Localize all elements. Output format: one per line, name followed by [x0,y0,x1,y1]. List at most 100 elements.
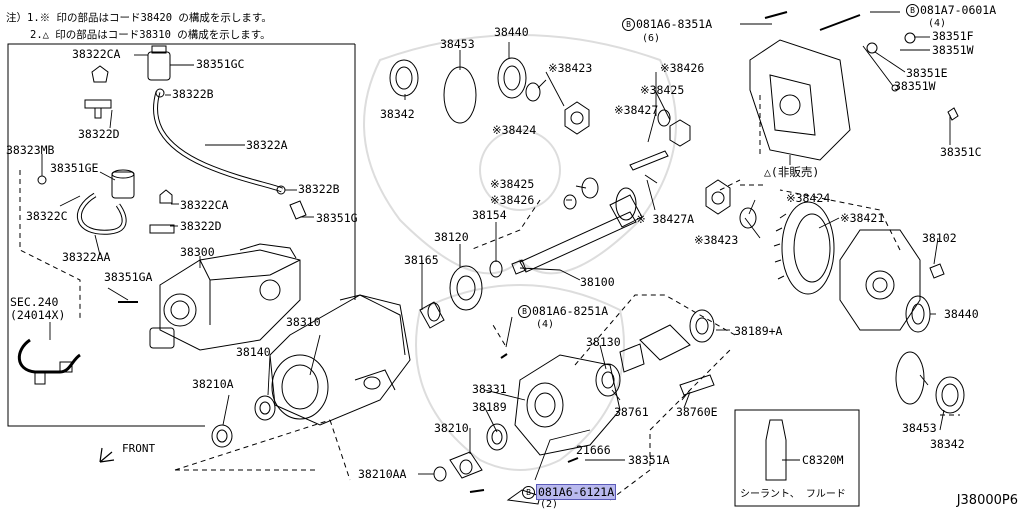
companion-flange-38761 [619,324,691,373]
part-label-38310[interactable]: 38310 [286,315,321,329]
part-label-38426-b[interactable]: ※38426 [490,193,535,207]
part-label-21666[interactable]: 21666 [576,443,611,457]
bearing-38440-bot [905,295,931,333]
part-label-38322C[interactable]: 38322C [26,209,68,223]
watermark-emblem [363,34,677,471]
part-label-38351E[interactable]: 38351E [906,66,948,80]
part-label-38210AA[interactable]: 38210AA [358,467,407,481]
collapsible-spacer-38154 [489,260,503,278]
part-label-38154[interactable]: 38154 [472,208,507,222]
drive-pinion-38100 [511,187,643,275]
part-label-38140[interactable]: 38140 [236,345,271,359]
rear-cover-38331 [514,354,621,456]
part-label-38351G[interactable]: 38351G [316,211,358,225]
part-label-sec240[interactable]: SEC.240 [10,295,59,309]
bolt-qty-081A6-8351A: (6) [642,33,661,44]
part-label-38120[interactable]: 38120 [434,230,469,244]
part-label-38351GE[interactable]: 38351GE [50,161,99,175]
diagram-code: J38000P6 [956,493,1018,508]
part-label-38210[interactable]: 38210 [434,421,469,435]
part-label-38424-b[interactable]: ※38424 [786,191,831,205]
bolt-b-icon: B [522,486,535,499]
bolt-b-icon: B [906,4,919,17]
part-label-38322D-mid[interactable]: 38322D [180,219,222,233]
part-label-38322AA[interactable]: 38322AA [62,250,111,264]
part-label-38322CA-mid[interactable]: 38322CA [180,198,229,212]
bearing-38130 [595,363,621,397]
part-label-38421[interactable]: ※38421 [840,211,885,225]
part-label-38761[interactable]: 38761 [614,405,649,419]
sealant-caption: シーラント、 フルード [740,489,846,500]
sensor-38760E [679,374,715,409]
part-label-38453-bot[interactable]: 38453 [902,421,937,435]
ring-gear-38421 [773,201,835,295]
part-label-38322B-top[interactable]: 38322B [172,87,214,101]
bearing-38440-top [497,57,527,99]
part-label-38423-b[interactable]: ※38423 [694,233,739,247]
part-label-38427A[interactable]: ※ 38427A [636,212,695,226]
part-label-38427-a[interactable]: ※38427 [614,103,659,117]
part-label-38323MB[interactable]: 38323MB [6,143,55,157]
part-label-38440-top[interactable]: 38440 [494,25,529,39]
part-label-38760E[interactable]: 38760E [676,405,718,419]
part-label-38189[interactable]: 38189 [472,400,507,414]
part-label-sec240-code[interactable]: (24014X) [10,308,66,322]
part-label-38189A[interactable]: 38189+A [734,324,783,338]
o-ring-38453-top [443,66,477,124]
part-label-38342-bot[interactable]: 38342 [930,437,965,451]
note-line-2: 2.△ 印の部品はコード38310 の構成を示します。 [30,29,271,41]
part-label-38351W-b[interactable]: 38351W [894,79,936,93]
nut-38210AA [433,466,447,482]
bolt-b-icon: B [518,305,531,318]
part-label-38342-top[interactable]: 38342 [380,107,415,121]
part-label-38331[interactable]: 38331 [472,382,507,396]
part-label-38425-b[interactable]: ※38425 [490,177,535,191]
part-label-38424-a[interactable]: ※38424 [492,123,537,137]
sealant-tube [765,419,787,481]
bolt-qty-081A7-0601A: (4) [928,18,947,29]
pin-38427 [629,150,669,171]
non-sale-label: △(非販売) [764,165,820,179]
part-label-38210A[interactable]: 38210A [192,377,234,391]
rear-final-drive-carrier [269,294,411,426]
part-label-38322B-mid[interactable]: 38322B [298,182,340,196]
part-label-38351W-a[interactable]: 38351W [932,43,974,57]
part-label-38351C[interactable]: 38351C [940,145,982,159]
part-label-38425-a[interactable]: ※38425 [640,83,685,97]
bolt-38102 [929,263,945,279]
part-label-38322D-top[interactable]: 38322D [78,127,120,141]
part-label-38351F[interactable]: 38351F [932,29,974,43]
part-label-38351GA[interactable]: 38351GA [104,270,153,284]
part-label-38423-a[interactable]: ※38423 [548,61,593,75]
part-label-38453-top[interactable]: 38453 [440,37,475,51]
part-label-38426-a[interactable]: ※38426 [660,61,705,75]
part-label-38102[interactable]: 38102 [922,231,957,245]
o-ring-38453-bot [895,351,925,405]
part-label-38100[interactable]: 38100 [580,275,615,289]
subassembly-frame [7,43,355,427]
part-label-38351A[interactable]: 38351A [628,453,670,467]
part-label-38440-bot[interactable]: 38440 [944,307,979,321]
bolt-b-icon: B [622,18,635,31]
part-label-38300[interactable]: 38300 [180,245,215,259]
gear-38423 [564,101,590,135]
part-label-38322A[interactable]: 38322A [246,138,288,152]
sealant-part-label[interactable]: C8320M [802,453,844,467]
part-label-38130[interactable]: 38130 [586,335,621,349]
note-line-1: 注）1.※ 印の部品はコード38420 の構成を示します。 [6,12,272,24]
part-label-38322CA-top[interactable]: 38322CA [72,47,121,61]
part-label-38165[interactable]: 38165 [404,253,439,267]
part-label-38351GC[interactable]: 38351GC [196,57,245,71]
oil-seal-38189 [486,423,508,451]
gear-38425 [669,119,691,147]
bearing-38120 [449,265,483,311]
seal-38140 [254,395,276,421]
side-gear-38423 [705,179,731,215]
seal-38342-top [389,59,419,97]
oil-seal-38189A [689,309,715,343]
